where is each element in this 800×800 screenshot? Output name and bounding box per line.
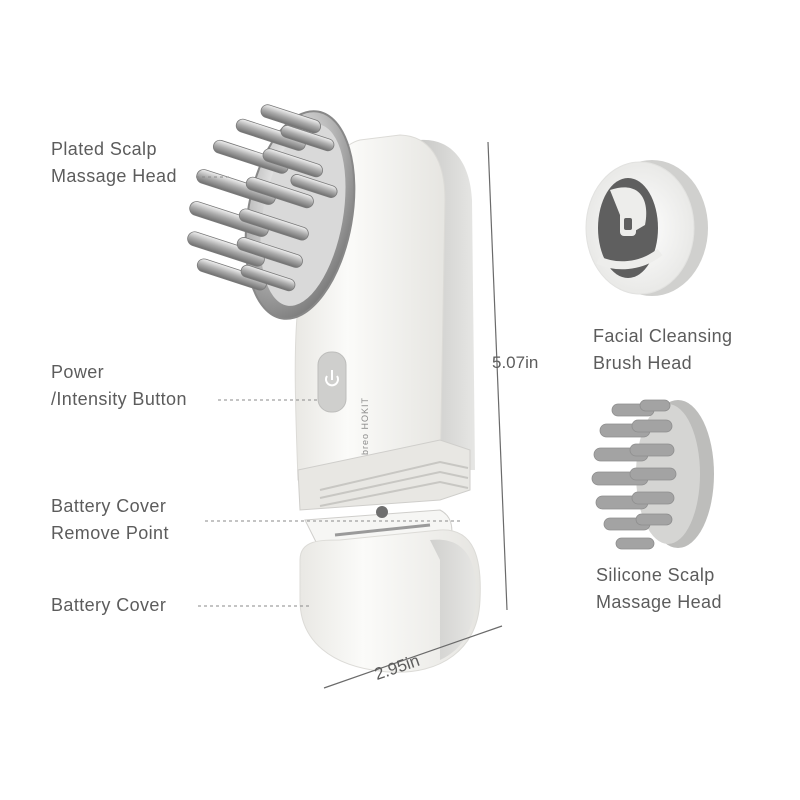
label-line: /Intensity Button bbox=[51, 389, 187, 409]
silicone-scalp-head bbox=[591, 399, 714, 550]
label-plated-scalp-head: Plated Scalp Massage Head bbox=[51, 136, 177, 190]
label-line: Brush Head bbox=[593, 353, 693, 373]
label-line: Power bbox=[51, 362, 105, 382]
height-dimension-line bbox=[487, 141, 508, 611]
label-battery-remove-point: Battery Cover Remove Point bbox=[51, 493, 169, 547]
label-line: Silicone Scalp bbox=[596, 565, 715, 585]
width-dimension-line bbox=[323, 625, 503, 689]
label-battery-cover: Battery Cover bbox=[51, 592, 166, 619]
label-line: Facial Cleansing bbox=[593, 326, 733, 346]
device-body: breo HOKIT bbox=[294, 134, 481, 673]
battery-cover-shell bbox=[299, 529, 481, 673]
device-ridge-band bbox=[297, 439, 471, 511]
label-silicone-scalp-head: Silicone Scalp Massage Head bbox=[596, 562, 722, 616]
label-line: Plated Scalp bbox=[51, 139, 157, 159]
height-dimension-label: 5.07in bbox=[492, 353, 539, 372]
brand-logo: breo HOKIT bbox=[360, 397, 370, 455]
metal-pins bbox=[187, 104, 338, 292]
facial-brush-head bbox=[585, 160, 708, 296]
label-line: Massage Head bbox=[51, 166, 177, 186]
label-line: Battery Cover bbox=[51, 595, 167, 615]
power-icon bbox=[325, 370, 339, 387]
label-line: Massage Head bbox=[596, 592, 722, 612]
power-button bbox=[317, 351, 347, 413]
plated-scalp-head bbox=[187, 104, 356, 320]
silicone-pins bbox=[591, 399, 677, 550]
label-line: Battery Cover bbox=[51, 496, 167, 516]
label-line: Remove Point bbox=[51, 523, 169, 543]
label-power-button: Power /Intensity Button bbox=[51, 359, 187, 413]
label-facial-brush-head: Facial Cleansing Brush Head bbox=[593, 323, 732, 377]
battery-remove-point bbox=[376, 506, 388, 518]
leader-lines bbox=[196, 176, 460, 607]
